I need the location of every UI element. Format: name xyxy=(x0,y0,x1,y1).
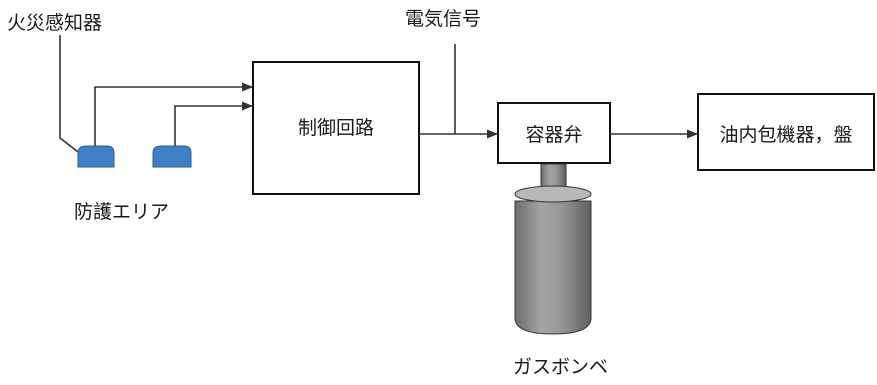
container-valve-label: 容器弁 xyxy=(525,124,582,146)
fire-sensor-2 xyxy=(152,145,192,168)
gas-cylinder-label: ガスボンベ xyxy=(513,356,608,378)
cylinder-top xyxy=(514,185,592,203)
electric-signal-label: 電気信号 xyxy=(405,8,481,30)
fire-detector-label: 火災感知器 xyxy=(7,12,102,34)
target-equipment-label: 油内包機器，盤 xyxy=(719,124,852,146)
cylinder-body xyxy=(514,200,592,335)
control-circuit-label: 制御回路 xyxy=(298,117,374,139)
sensor-2-wire xyxy=(174,101,254,146)
control-circuit-box xyxy=(252,61,420,195)
fire-sensor-1 xyxy=(77,145,115,168)
sensor-1-wire xyxy=(94,82,254,146)
protection-area-label: 防護エリア xyxy=(74,201,169,223)
gas-cylinder xyxy=(514,163,592,335)
detector-leader-line xyxy=(59,35,83,156)
target-equipment-box xyxy=(697,93,875,171)
container-valve-box xyxy=(497,102,611,164)
